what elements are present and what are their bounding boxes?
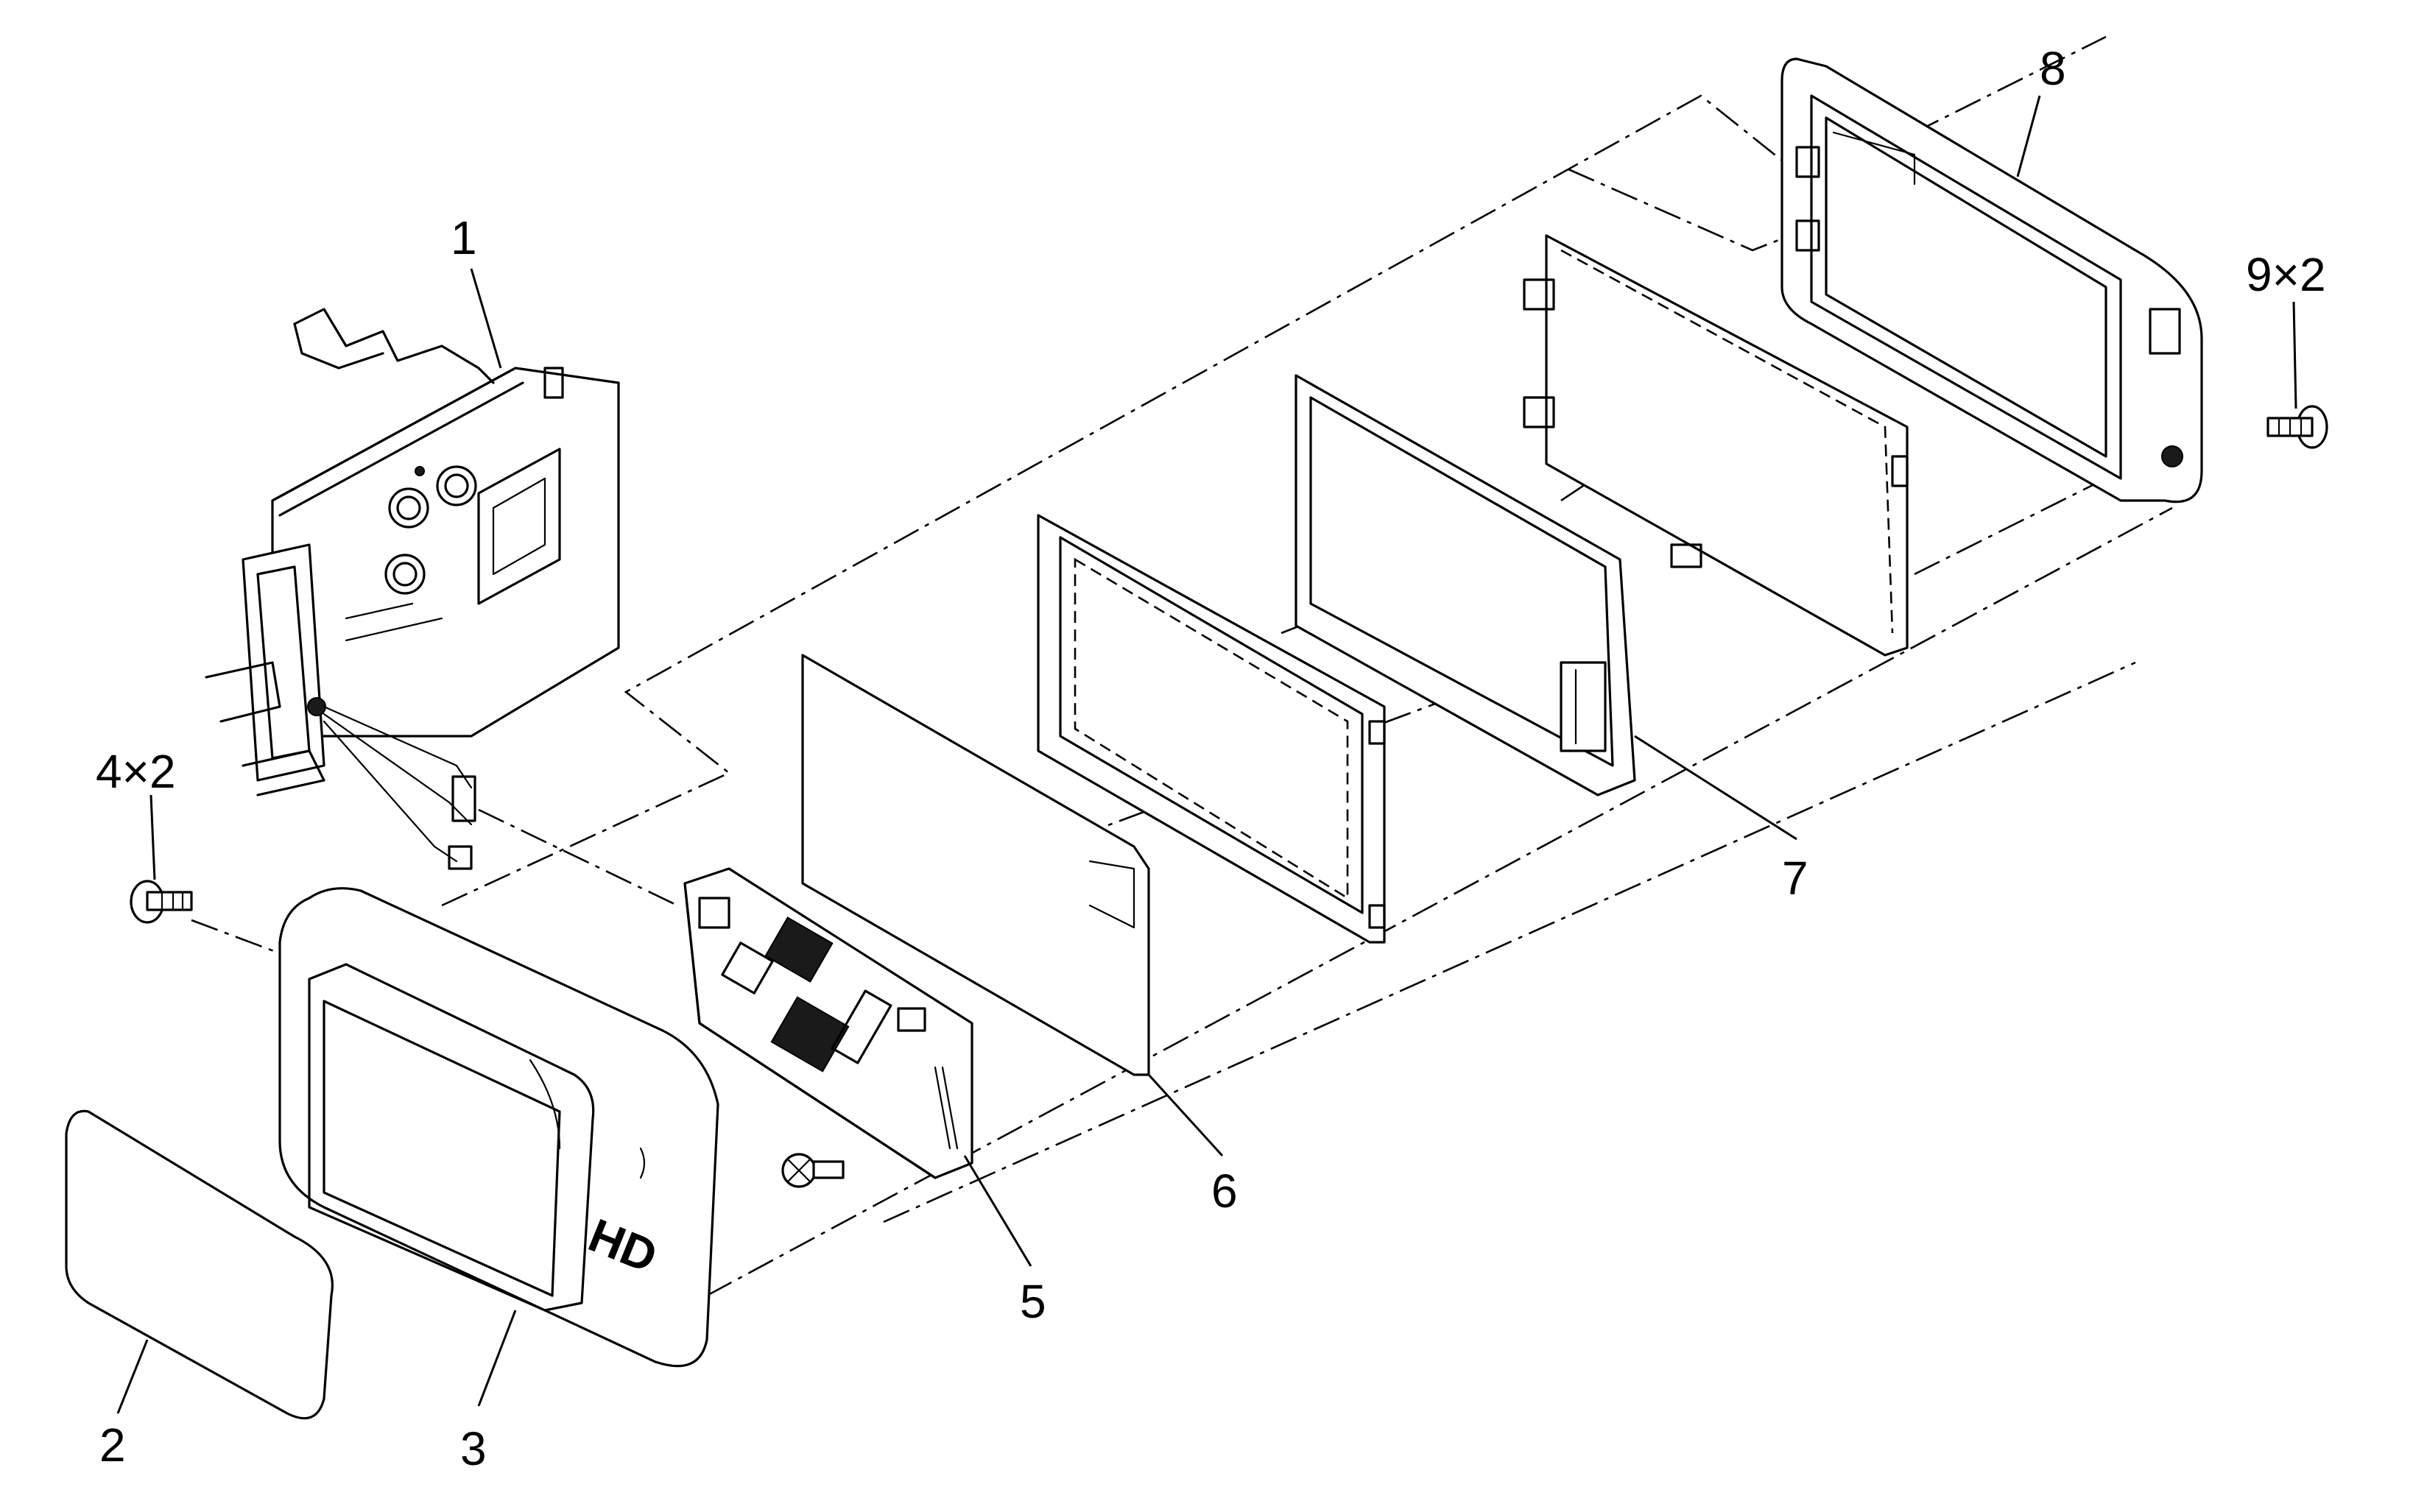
board-screw [781, 1153, 845, 1188]
callout-6: 6 [1211, 1165, 1238, 1218]
callout-9: 9×2 [2246, 248, 2326, 301]
leader-lines [116, 95, 2297, 1414]
part-7-backlight [1294, 374, 1636, 796]
metal-shield [1523, 234, 1909, 657]
callout-2: 2 [99, 1419, 126, 1472]
callout-8: 8 [2040, 42, 2066, 95]
callout-4: 4×2 [96, 745, 176, 798]
part-1-chassis [205, 308, 620, 870]
part-8-rear-cabinet [1780, 57, 2203, 504]
callout-3: 3 [460, 1422, 487, 1475]
part-4-screw [130, 880, 193, 924]
callout-1: 1 [451, 211, 477, 264]
callout-5: 5 [1020, 1275, 1046, 1328]
callout-labels: 1 2 3 4×2 5 6 7 8 9×2 [96, 42, 2326, 1475]
callout-7: 7 [1782, 852, 1808, 905]
part-3-front-cover: HD [278, 887, 719, 1368]
part-2-protective-sheet [65, 1109, 334, 1420]
part-5-circuit-board [683, 867, 973, 1179]
lcd-frame [1037, 514, 1386, 944]
part-9-screw [2266, 405, 2328, 449]
